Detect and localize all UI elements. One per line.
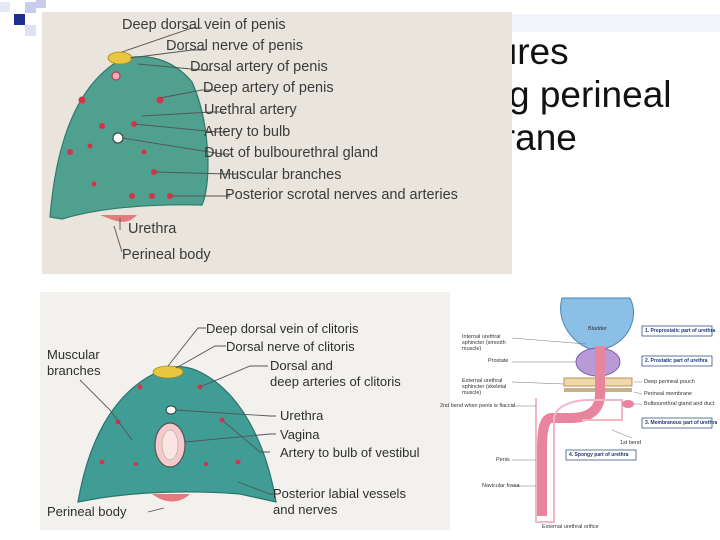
label-dorsal-artery: Dorsal artery of penis [190,59,328,75]
part-box-4 [565,449,637,461]
part-box-1 [641,325,713,337]
label-part-spongy: 4. Spongy part of urethra [569,452,629,458]
vessel-dot [167,193,173,199]
vessel-dot [99,123,105,129]
part-box-2 [641,355,713,367]
vessel-dot [137,384,143,390]
vessel-dot [111,71,121,81]
perineal-body-shape [152,494,190,502]
vessel-dot [156,96,164,104]
label-artery-to-bulb-vestibule: Artery to bulb of vestibul [280,445,420,460]
deco-square [0,2,10,12]
deco-square [510,14,720,32]
label-dorsal-nerve: Dorsal nerve of penis [166,38,304,54]
label-artery-to-bulb: Artery to bulb [204,124,291,140]
label-internal-sphincter: Internal urethral sphincter (smooth musc… [462,334,506,352]
label-part-membranous: 3. Membranous part of urethra [645,420,718,426]
urethra-shape [165,405,177,415]
urethra-path [537,346,605,516]
urethra-leader-lines [511,337,643,487]
vessel-dot [204,462,208,466]
vessel-dot [134,462,138,466]
penis-shaft [535,398,623,523]
decorative-squares [0,0,720,36]
male-urethra-diagram: Internal urethral sphincter (smooth musc… [440,290,718,532]
vessel-dot [87,143,93,149]
label-deep-perineal-pouch: Deep perineal pouch [644,379,695,385]
label-external-orifice: External urethral orifice [542,524,599,530]
label-first-bend: 1st bend [620,440,642,446]
label-second-bend: 2nd bend when penis is flaccid [440,403,515,409]
perineal-body-shape [100,215,137,222]
deco-square [14,14,25,25]
vessel-dot [129,193,135,199]
clitoris-body [152,365,184,379]
urethra-dot [112,132,124,144]
label-urethral-artery: Urethral artery [204,102,297,118]
vessel-dot [91,181,97,187]
label-perineal-membrane: Perineal membrane [644,391,692,397]
vessel-dot [78,96,86,104]
label-navicular-fossa: Navicular fossa [482,483,520,489]
label-muscular-branches: Muscular branches [219,167,342,183]
label-deep-artery: Deep artery of penis [203,80,334,96]
label-prostate: Prostate [488,358,509,364]
part-box-3 [641,417,713,429]
female-membrane-illustration [77,327,277,513]
male-perineal-membrane-diagram: Deep dorsal vein of penis Dorsal nerve o… [42,12,512,274]
label-dorsal-deep-arteries: Dorsal and deep arteries of clitoris [270,358,401,389]
label-deep-dorsal-vein-clitoris: Deep dorsal vein of clitoris [206,321,359,336]
label-urethra: Urethra [280,408,324,423]
vessel-dot [67,149,73,155]
bladder-shape [560,297,634,351]
deco-square [25,2,36,13]
label-bladder: Bladder [588,326,607,332]
label-deep-dorsal-vein: Deep dorsal vein of penis [122,17,286,33]
deco-square [25,25,36,36]
vessel-dot [141,149,147,155]
male-leader-lines [113,27,237,253]
label-duct-bulbourethral: Duct of bulbourethral gland [204,145,379,161]
label-posterior-labial: Posterior labial vessels and nerves [273,486,406,517]
vessel-dot [149,193,155,199]
label-urethra: Urethra [128,221,177,237]
bulbourethral-gland [622,400,634,408]
label-dorsal-nerve-clitoris: Dorsal nerve of clitoris [226,339,355,354]
label-perineal-body: Perineal body [47,504,127,519]
female-perineal-membrane-diagram: Deep dorsal vein of clitoris Dorsal nerv… [40,292,450,530]
deco-square [36,0,46,8]
label-bulbourethral-gland: Bulbourethral gland and duct [644,401,715,407]
label-muscular-branches: Muscular branches [47,347,101,378]
female-leader-lines [79,327,276,513]
label-part-preprostatic: 1. Preprostatic part of urethra [645,328,716,334]
male-membrane-illustration [49,27,237,253]
label-penis: Penis [496,457,510,463]
label-part-prostatic: 2. Prostatic part of urethra [645,358,708,364]
penis-body-top [107,51,133,65]
vessel-dot [99,459,105,465]
vessel-dot [235,459,241,465]
label-external-sphincter: External urethral sphincter (skeletal mu… [462,378,507,396]
label-perineal-body: Perineal body [122,247,211,263]
membrane-shape [49,56,209,220]
label-vagina: Vagina [280,427,320,442]
label-posterior-scrotal: Posterior scrotal nerves and arteries [225,187,458,203]
vessel-dot [151,169,157,175]
vagina-inner [161,429,179,461]
urethra-illustration [511,297,713,523]
